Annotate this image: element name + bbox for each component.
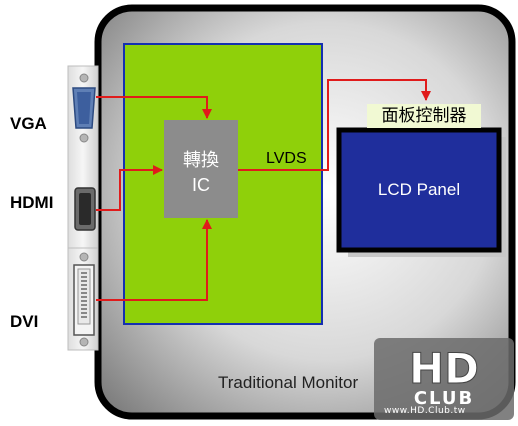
conversion-chip [164,120,238,218]
svg-text:CLUB: CLUB [414,388,474,409]
lcd-panel [336,127,502,253]
dvi-connector-icon [67,247,99,351]
dvi-signal-line [96,219,212,301]
chip-label: 轉換 IC [165,148,237,198]
chip-label-line2: IC [192,175,210,195]
hdmi-signal-line [96,165,163,211]
monitor-label: Traditional Monitor [218,373,359,392]
lvds-signal-line [238,79,431,171]
lcd-panel-label: LCD Panel [377,180,461,199]
hdmi-connector-icon [74,187,96,231]
hd-club-logo: HD CLUB [374,338,514,420]
dvi-label: DVI [10,312,39,331]
signal-lines [96,79,431,301]
lvds-label: LVDS [266,150,307,167]
vga-connector-icon [72,73,96,143]
vga-label: VGA [10,114,47,133]
hdmi-label: HDMI [10,193,54,212]
chip-label-line1: 轉換 [183,150,219,170]
vga-signal-line [96,96,212,119]
svg-text:HD: HD [409,344,479,393]
panel-controller-label: 面板控制器 [367,104,481,128]
watermark-url: www.HD.Club.tw [384,406,466,416]
